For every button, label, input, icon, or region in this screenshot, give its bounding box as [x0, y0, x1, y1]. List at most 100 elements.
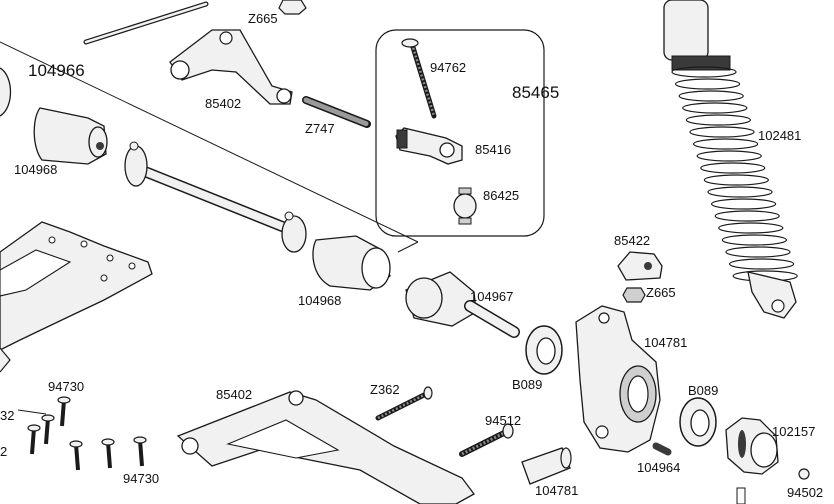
screw-94762-thread: [410, 43, 436, 117]
label-104781-bottom: 104781: [535, 483, 579, 498]
label-86425: 86425: [483, 188, 520, 203]
carrier-104781-hole-bottom: [595, 425, 609, 439]
screw-94512-thread: [461, 430, 507, 456]
screw-94730-shank: [60, 399, 66, 427]
shock-spring-coil: [678, 90, 744, 102]
leader-104966-end: [397, 241, 419, 253]
chassis-plate-hole: [106, 254, 114, 262]
shock-spring-coil: [728, 258, 795, 270]
label-94730-top: 94730: [48, 379, 85, 394]
upper-arm-bushing-top: [219, 31, 233, 45]
hex-hub-102157-ring: [738, 430, 746, 458]
boot-104968-mid-opening: [361, 247, 391, 289]
shock-spring-coil: [714, 210, 780, 222]
screw-94730-shank: [44, 417, 50, 445]
set-screw-104964: [652, 442, 672, 456]
driveshaft-pin-right: [284, 211, 294, 221]
shock-spring-coil: [725, 246, 791, 258]
label-94512: 94512: [485, 413, 522, 428]
label-94730-bottom: 94730: [123, 471, 160, 486]
screw-94762-head: [401, 38, 419, 48]
shock-spring-coil: [700, 162, 766, 174]
ball-86425: [453, 193, 477, 219]
leader-cut-32: [17, 409, 47, 415]
screw-z362-head: [423, 386, 433, 400]
chassis-plate-corner: [0, 347, 11, 373]
screw-94730-head: [27, 424, 41, 432]
label-z362: Z362: [370, 382, 400, 397]
driveshaft-cup-left: [124, 145, 148, 187]
shock-spring-coil: [710, 198, 777, 210]
label-85465: 85465: [512, 83, 560, 102]
label-85416: 85416: [475, 142, 512, 157]
label-102481: 102481: [758, 128, 802, 143]
drive-cup-104967-stub-body: [465, 301, 519, 337]
nut-z665-top: [278, 0, 307, 15]
label-104966: 104966: [28, 61, 85, 80]
upper-arm-bushing-left: [170, 60, 190, 80]
label-cut-2: 2: [0, 444, 8, 459]
boot-104968-left-end: [88, 126, 108, 158]
drive-cup-104967-face: [405, 277, 443, 319]
label-85402-bottom: 85402: [216, 387, 253, 402]
screw-94730-shank: [74, 443, 80, 471]
screw-94512-head: [502, 423, 514, 439]
label-104968-mid: 104968: [298, 293, 342, 308]
screw-94730-shank: [30, 427, 36, 455]
label-102157: 102157: [772, 424, 816, 439]
upper-arm-85402: [169, 29, 293, 105]
label-85422: 85422: [614, 233, 651, 248]
label-b089-right: B089: [688, 383, 719, 398]
bearing-b089-left-bore: [536, 337, 556, 365]
shock-collar: [671, 55, 731, 71]
screw-94730-shank: [106, 441, 112, 469]
upper-arm-bushing-right: [276, 88, 292, 104]
shock-spring-coil: [703, 174, 770, 186]
lower-arm-bushing-left: [181, 437, 199, 455]
lower-arm-bushing-top: [288, 390, 304, 406]
chassis-plate-hole: [100, 274, 108, 282]
label-z747: Z747: [305, 121, 335, 136]
label-cut-32: 32: [0, 408, 15, 423]
shock-body-top: [663, 0, 709, 61]
shock-spring-coil: [682, 102, 748, 114]
driveshaft-body: [132, 164, 300, 236]
pin-bottom-right: [736, 487, 746, 504]
shock-spring-coil: [674, 78, 741, 90]
lower-arm-85402-cutout: [226, 419, 340, 459]
carrier-104781-hole-top: [598, 312, 610, 324]
label-b089-left: B089: [512, 377, 543, 392]
rod-end-85416-hole: [439, 142, 455, 158]
screw-z362-thread: [377, 392, 427, 420]
shock-spring-coil: [707, 186, 773, 198]
ball-86425-bottom: [458, 217, 472, 225]
rod-z747-thread: [303, 97, 370, 127]
shock-eyelet: [771, 299, 785, 313]
group-box-85465: [375, 29, 545, 237]
leader-104966: [0, 41, 419, 243]
ball-86425-top: [458, 187, 472, 195]
label-104964: 104964: [637, 460, 681, 475]
rod-end-85416-socket: [396, 129, 408, 149]
screw-94502: [798, 468, 810, 480]
screw-94730-shank: [138, 439, 144, 467]
bearing-b089-right-bore: [690, 409, 710, 437]
driveshaft-pin-left: [129, 141, 139, 151]
label-104781: 104781: [644, 335, 688, 350]
screw-94730-head: [133, 436, 147, 444]
chassis-plate-hole: [128, 262, 136, 270]
pin-top-left-highlight: [84, 2, 208, 44]
shock-spring-coil: [718, 222, 784, 234]
driveshaft-cup-right: [281, 215, 307, 253]
carrier-104781-inner: [627, 375, 649, 413]
boot-104968-left-hole: [96, 142, 104, 150]
parts-drawing: [0, 0, 810, 504]
label-104967: 104967: [470, 289, 514, 304]
screw-94730-head: [69, 440, 83, 448]
shock-spring-coil: [671, 66, 737, 78]
chassis-plate-hole: [48, 236, 56, 244]
pin-104781-bottom-end: [560, 447, 572, 469]
label-85402-top: 85402: [205, 96, 242, 111]
label-z665-mid: Z665: [646, 285, 676, 300]
shock-spring-coil: [721, 234, 788, 246]
